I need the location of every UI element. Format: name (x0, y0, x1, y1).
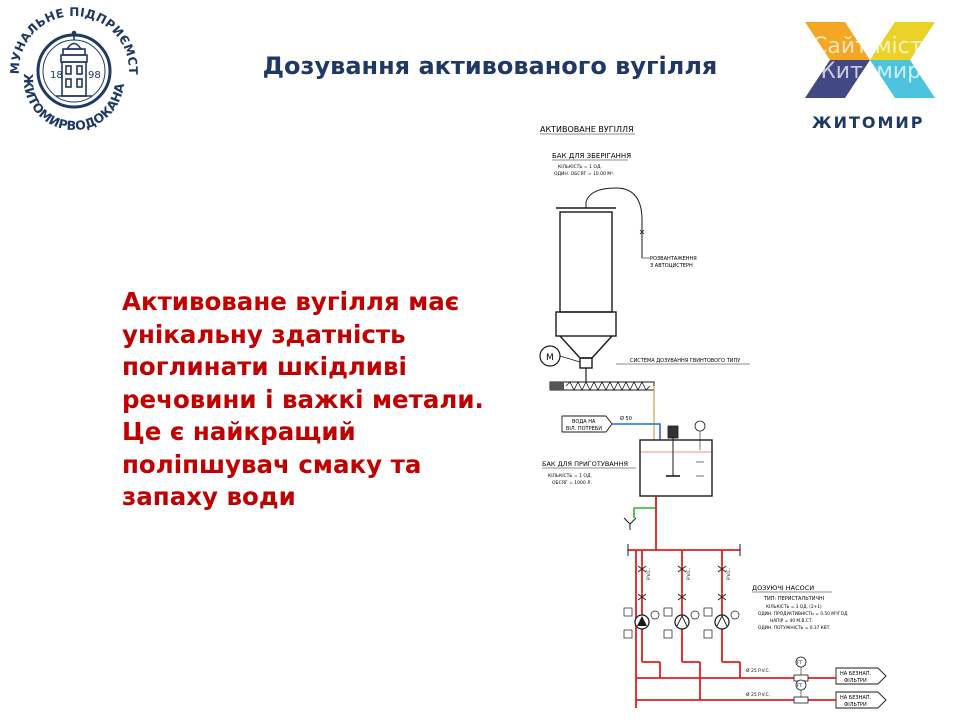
water-inlet-label-1: ВОДА НА (572, 419, 596, 425)
pumps-title: ДОЗУЮЧІ НАСОСИ (752, 584, 814, 592)
site-watermark: Сайт міст Житомир (812, 34, 923, 84)
body-line-4: речовини і важкі метали. (122, 384, 484, 414)
process-piping (628, 496, 810, 708)
zhytomyr-city-logo (805, 22, 935, 98)
flow-meters: FT FT (793, 656, 809, 704)
screw-system-label: СИСТЕМА ДОЗУВАННЯ ГВИНТОВОГО ТИПУ (630, 358, 740, 364)
pumps-type: ТИП: ПЕРИСТАЛЬТИЧНІ (763, 596, 824, 602)
dosing-pumps (623, 607, 740, 639)
water-inlet-label-2: ВІЛ. ПОТРЕБИ (566, 426, 602, 432)
suction-valves (637, 565, 727, 601)
pumps-spec-1: КІЛЬКІСТЬ = 3 ОД. (2+1) (766, 604, 822, 610)
seal-year-left: 18 (50, 70, 63, 81)
water-line (612, 423, 661, 440)
mixer-icon (666, 425, 680, 477)
prep-tank-spec-2: ОБСЯГ = 1000 Л. (552, 480, 592, 486)
vodokanal-seal-logo: КОМУНАЛЬНЕ ПІДПРИЄМСТВО ЖИТОМИРВОДОКАНАЛ… (0, 0, 140, 133)
prep-tank-label: БАК ДЛЯ ПРИГОТУВАННЯ (542, 460, 628, 468)
body-line-6: поліпшувач смаку та (122, 449, 422, 479)
motor-label: M (546, 353, 554, 363)
body-text: Активоване вугілля має унікальну здатніс… (122, 286, 542, 514)
drain-funnel-icon (623, 517, 637, 530)
to-filters-tag-2: НА БЕЗНАП. ФІЛЬТРИ (810, 691, 887, 709)
svg-text:КОМУНАЛЬНЕ ПІДПРИЄМСТВО: КОМУНАЛЬНЕ ПІДПРИЄМСТВО (0, 0, 140, 75)
storage-tank-spec-2: ОДИН. ОБСЯГ = 10.00 М³. (554, 171, 614, 177)
screw-conveyor (549, 368, 655, 440)
to-filters-1-line-1: НА БЕЗНАП. (840, 671, 872, 677)
to-filters-2-line-2: ФІЛЬТРИ (844, 702, 867, 708)
water-pipe-label: Ø 50 (620, 415, 632, 422)
body-line-1: Активоване вугілля має (122, 287, 460, 316)
flow-meter-label-1: FT (797, 660, 803, 666)
outlet-pipe-label-2: Ø 25 P.V.C. (746, 691, 770, 698)
slide-title: Дозування активованого вугілля (262, 52, 718, 80)
storage-tank-spec-1: КІЛЬКІСТЬ = 1 ОД. (558, 164, 602, 170)
water-tower-icon (56, 30, 92, 97)
outlet-pipe-label-1: Ø 25 P.V.C. (746, 667, 770, 674)
storage-silo (555, 207, 617, 369)
watermark-line-2: Житомир (812, 59, 922, 84)
drain-line (633, 496, 657, 518)
water-inlet-tag: ВОДА НА ВІЛ. ПОТРЕБИ (561, 415, 613, 433)
city-name: ЖИТОМИР (812, 113, 925, 132)
prep-tank-spec-1: КІЛЬКІСТЬ = 1 ОД. (548, 473, 592, 479)
body-line-2: унікальну здатність (122, 319, 406, 349)
diagram-header: АКТИВОВАНЕ ВУГІЛЛЯ (540, 125, 634, 134)
body-line-5: Це є найкращий (122, 417, 356, 446)
valve-tag-2: P.V.C. (686, 568, 692, 580)
unloading-label-2: З АВТОЦИСТЕРН (650, 263, 693, 269)
flow-meter-label-2: FT (797, 683, 803, 689)
to-filters-2-line-1: НА БЕЗНАП. (840, 695, 872, 701)
seal-top-text: КОМУНАЛЬНЕ ПІДПРИЄМСТВО (0, 0, 140, 75)
watermark-line-1: Сайт міст (812, 34, 923, 59)
pumps-spec-2: ОДИН. ПРОДУКТИВНІСТЬ = 0.50 М³/ГОД (758, 611, 848, 617)
valve-tag-1: P.V.C. (646, 568, 652, 580)
unloading-pipe (585, 187, 643, 258)
pumps-spec-3: НАПІР = 40 М.В.СТ. (770, 618, 813, 624)
body-line-7: запаху води (122, 482, 296, 511)
preparation-tank (639, 439, 713, 497)
storage-tank-label: БАК ДЛЯ ЗБЕРІГАННЯ (552, 152, 631, 160)
to-filters-tag-1: НА БЕЗНАП. ФІЛЬТРИ (810, 667, 887, 685)
valve-tag-3: P.V.C. (726, 568, 732, 580)
pumps-spec-4: ОДИН. ПОТУЖНІСТЬ = 0.37 КВТ. (758, 625, 831, 631)
body-line-3: поглинати шкідливі (122, 352, 407, 381)
level-instrument (694, 420, 706, 477)
carbon-dosing-diagram: АКТИВОВАНЕ ВУГІЛЛЯ БАК ДЛЯ ЗБЕРІГАННЯ КІ… (539, 125, 887, 709)
unloading-label-1: РОЗВАНТАЖЕННЯ (650, 256, 697, 262)
pump-icon-2 (674, 614, 690, 630)
to-filters-1-line-2: ФІЛЬТРИ (844, 678, 867, 684)
seal-year-right: 98 (88, 70, 101, 81)
pump-icon-3 (714, 614, 730, 630)
